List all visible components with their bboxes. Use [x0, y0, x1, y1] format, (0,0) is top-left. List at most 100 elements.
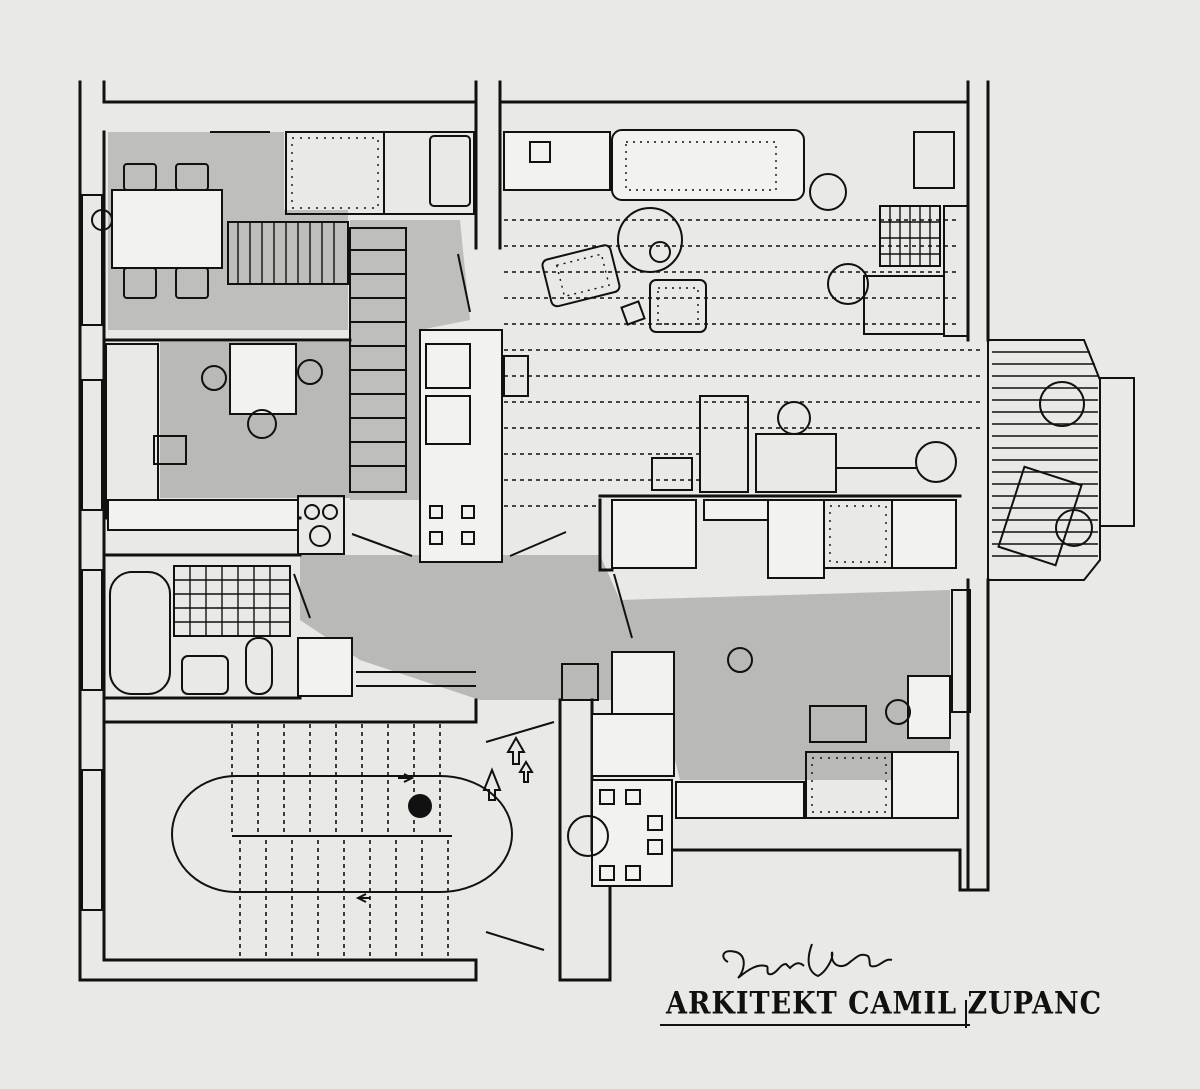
lamp-table: [827, 263, 869, 305]
sink-basin: [429, 135, 471, 207]
desk-bedroom: [907, 675, 951, 739]
bedroom-cabinet-2: [591, 713, 675, 777]
globe-lamp: [915, 441, 957, 483]
coffee-table: [617, 207, 683, 273]
staircase: [171, 721, 555, 956]
wall-bedroom-left: [598, 498, 614, 572]
side-table-round: [809, 173, 847, 211]
stove: [297, 495, 345, 555]
wardrobe-2: [891, 499, 957, 569]
door-3: [613, 573, 633, 639]
living-furniture: [503, 129, 969, 493]
entry-stool: [567, 815, 609, 857]
cabinet-shelf-2: [425, 395, 471, 445]
cabinet-shelf-1: [425, 343, 471, 389]
architect-signature: [722, 943, 893, 979]
dining-nook: [105, 343, 345, 555]
washbasin: [181, 655, 229, 695]
arrow-up-2: [506, 735, 526, 765]
bottom-wall-left: [78, 958, 478, 982]
nook-stool: [153, 435, 187, 465]
sideboard-2: [755, 433, 837, 493]
bottom-wall-right: [558, 848, 990, 982]
planter: [1099, 377, 1135, 527]
nook-chair-right: [297, 359, 323, 385]
bedroom-cabinet-1: [611, 651, 675, 715]
bedroom-chair: [727, 647, 753, 673]
door-5: [293, 573, 311, 619]
wardrobe-1: [611, 499, 697, 569]
nightstand: [767, 499, 825, 579]
door-4: [457, 253, 471, 313]
bedroom-shelf: [675, 781, 805, 819]
kitchen-counter: [285, 131, 385, 215]
chair-2: [175, 163, 209, 191]
chair-4: [175, 267, 209, 299]
balcony-stool: [1055, 509, 1093, 547]
bedroom: [591, 499, 971, 819]
kitchen: [91, 131, 475, 299]
wash-areas: [108, 132, 950, 780]
arrow-up-1: [482, 767, 502, 801]
bathroom: [109, 565, 476, 697]
door-2: [509, 531, 567, 557]
floor-rug: [699, 395, 749, 493]
top-wall-right: [498, 80, 970, 104]
wardrobe-3: [891, 751, 959, 819]
kitchen-table: [111, 189, 223, 269]
window-left-2: [81, 379, 103, 511]
toilet: [245, 637, 273, 695]
entry-cabinet: [591, 779, 673, 887]
lower-door-swing: [485, 931, 545, 951]
window-left-3: [81, 569, 103, 691]
living-room-floor: [504, 219, 980, 507]
sofa-cushion: [625, 141, 777, 191]
stair-runner: [349, 227, 407, 493]
plant-shelf: [943, 205, 969, 337]
newel-post: [408, 794, 432, 818]
tiled-floor: [173, 565, 291, 637]
shoe-rack: [561, 663, 599, 701]
tv-unit: [913, 131, 955, 189]
nook-chair-bottom: [247, 409, 277, 439]
striped-rug-kitchen: [227, 221, 349, 285]
arrow-right: [398, 773, 415, 783]
nook-counter: [107, 499, 299, 531]
arrow-left: [355, 893, 370, 903]
counter-pattern: [291, 137, 379, 209]
balcony-table: [1039, 381, 1085, 427]
kitchen-sink: [383, 131, 475, 215]
cabinet-body: [419, 329, 503, 563]
chair-3: [123, 267, 157, 299]
bathtub: [109, 571, 171, 695]
armchair-right: [649, 279, 707, 333]
sideboard: [503, 131, 611, 191]
architect-credit: ARKITEKT CAMIL ZUPANC: [666, 986, 1103, 1022]
desk: [863, 275, 945, 335]
vase: [777, 401, 811, 435]
nook-table: [229, 343, 297, 415]
bedroom-rug: [809, 705, 867, 743]
laundry: [297, 637, 353, 697]
top-wall-left: [102, 80, 478, 104]
balcony: [987, 339, 1135, 581]
door-1: [351, 533, 413, 557]
credit-underline: [660, 1024, 970, 1026]
nook-bench: [105, 343, 159, 517]
stair-hall-wash: [350, 220, 470, 500]
arrow-up-3: [518, 760, 534, 783]
door-swings: [293, 253, 633, 639]
armchair-left: [541, 244, 621, 308]
window-left-4: [81, 769, 103, 911]
balcony-floor: [987, 339, 1101, 581]
bedroom-window: [951, 589, 971, 713]
entry: [561, 663, 673, 887]
bed-upper: [823, 499, 893, 569]
hall-chair: [651, 457, 693, 491]
window-left-1: [81, 194, 103, 326]
left-windows: [81, 194, 103, 911]
chair-1: [123, 163, 157, 191]
desk-chair: [885, 699, 911, 725]
